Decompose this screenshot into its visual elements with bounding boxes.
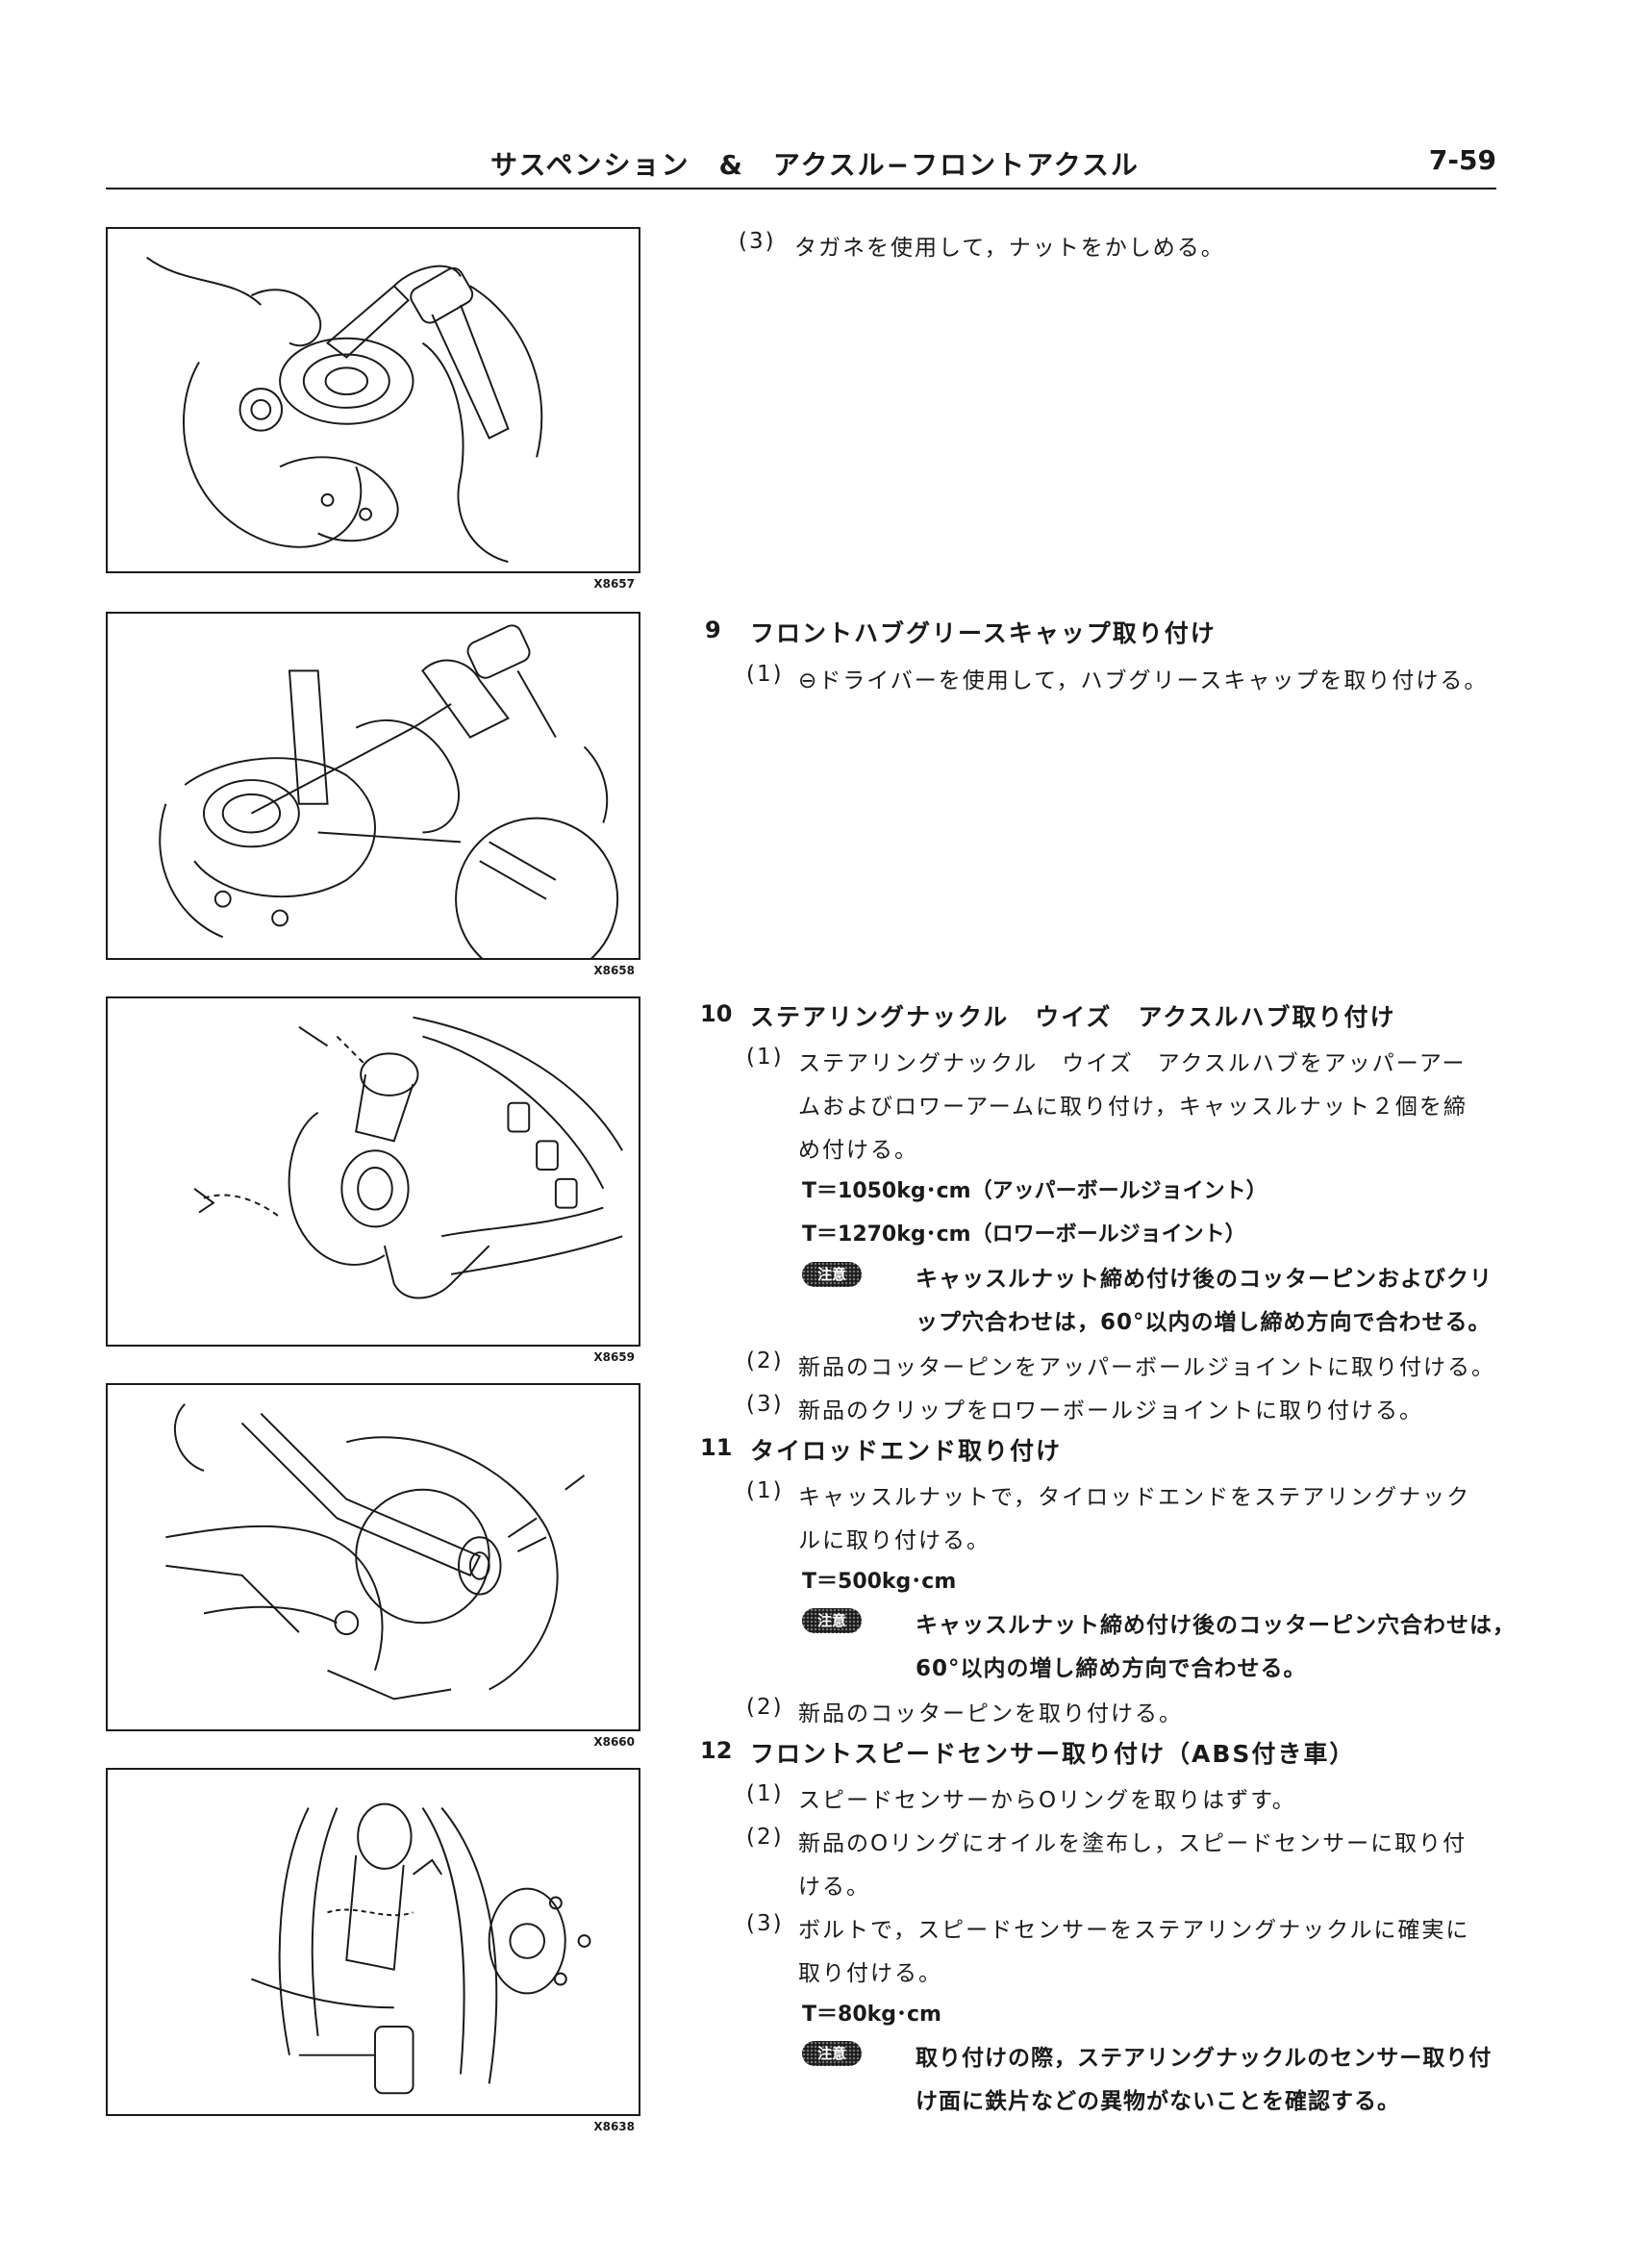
step-12-3-line2: 取り付ける。 bbox=[798, 1961, 942, 1986]
figure-illustration bbox=[146, 256, 543, 564]
step-12-3-num: (3) bbox=[746, 1911, 784, 1936]
step-10-1-line2: ムおよびロワーアームに取り付け，キャッスルナット２個を締 bbox=[798, 1095, 1468, 1120]
step-12-2-line1: 新品のOリングにオイルを塗布し，スピードセンサーに取り付 bbox=[798, 1831, 1468, 1856]
step-12-note-line2: け面に鉄片などの異物がないことを確認する。 bbox=[916, 2089, 1400, 2114]
step-11-1-line2: ルに取り付ける。 bbox=[798, 1528, 991, 1553]
step-9-num: 9 bbox=[705, 617, 721, 643]
step-12-1-text: スピードセンサーからOリングを取りはずす。 bbox=[798, 1788, 1296, 1813]
step-11-num: 11 bbox=[700, 1434, 733, 1461]
step-11-1-num: (1) bbox=[746, 1478, 784, 1503]
figure-grease-cap: X8658 bbox=[106, 612, 640, 977]
step-10-1-line1: ステアリングナックル ウイズ アクスルハブをアッパーアー bbox=[798, 1051, 1467, 1076]
step-11-note-line2: 60°以内の増し締め方向で合わせる。 bbox=[916, 1656, 1307, 1681]
page-header: サスペンション & アクスル−フロントアクスル 7-59 bbox=[106, 144, 1496, 188]
step-10-num: 10 bbox=[700, 1000, 733, 1027]
step-10-note-line2: ップ穴合わせは，60°以内の増し締め方向で合わせる。 bbox=[916, 1310, 1492, 1335]
step-10-torque-lower: T＝1270kg･cm（ロワーボールジョイント） bbox=[802, 1222, 1246, 1247]
step-10-1-line3: め付ける。 bbox=[798, 1138, 918, 1163]
figure-tie-rod-end: X8660 bbox=[106, 1383, 640, 1749]
caution-badge: 注意 bbox=[802, 1262, 862, 1287]
figure-illustration bbox=[251, 1802, 591, 2095]
step-12-3-line1: ボルトで，スピードセンサーをステアリングナックルに確実に bbox=[798, 1918, 1470, 1943]
step-12-num: 12 bbox=[700, 1737, 733, 1764]
step-8-3-text: タガネを使用して，ナットをかしめる。 bbox=[794, 236, 1225, 261]
step-11-1-line1: キャッスルナットで，タイロッドエンドをステアリングナック bbox=[798, 1485, 1471, 1510]
step-12-2-line2: ける。 bbox=[798, 1875, 870, 1900]
step-10-title: ステアリングナックル ウイズ アクスルハブ取り付け bbox=[750, 1003, 1396, 1031]
step-10-torque-upper: T＝1050kg･cm（アッパーボールジョイント） bbox=[802, 1179, 1267, 1203]
header-rule bbox=[106, 188, 1496, 189]
figure-illustration bbox=[165, 1403, 586, 1701]
figure-code: X8659 bbox=[593, 1350, 635, 1364]
figure-code: X8638 bbox=[593, 2120, 635, 2133]
step-10-note-line1: キャッスルナット締め付け後のコッターピンおよびクリ bbox=[916, 1267, 1493, 1292]
step-12-1-num: (1) bbox=[746, 1781, 784, 1806]
caution-badge: 注意 bbox=[802, 2041, 862, 2066]
page-title: サスペンション & アクスル−フロントアクスル bbox=[490, 149, 1140, 181]
step-12-note-line1: 取り付けの際，ステアリングナックルのセンサー取り付 bbox=[916, 2046, 1493, 2071]
step-11-torque: T＝500kg･cm bbox=[802, 1570, 957, 1594]
figure-illustration bbox=[193, 1016, 623, 1299]
step-12-2-num: (2) bbox=[746, 1825, 784, 1850]
step-11-2-num: (2) bbox=[746, 1695, 784, 1720]
step-9-1-text: ⊖ドライバーを使用して，ハブグリースキャップを取り付ける。 bbox=[798, 668, 1489, 693]
step-10-3-text: 新品のクリップをロワーボールジョイントに取り付ける。 bbox=[798, 1399, 1423, 1424]
figure-code: X8657 bbox=[593, 577, 635, 591]
page-number: 7-59 bbox=[1428, 144, 1496, 176]
step-12-title: フロントスピードセンサー取り付け（ABS付き車） bbox=[750, 1740, 1356, 1768]
step-10-2-text: 新品のコッターピンをアッパーボールジョイントに取り付ける。 bbox=[798, 1355, 1495, 1380]
step-12-torque: T＝80kg･cm bbox=[802, 2003, 941, 2027]
figure-code: X8658 bbox=[593, 964, 635, 977]
figure-code: X8660 bbox=[593, 1735, 635, 1749]
figure-speed-sensor: X8638 bbox=[106, 1768, 640, 2133]
figure-illustration bbox=[159, 624, 619, 958]
step-11-title: タイロッドエンド取り付け bbox=[750, 1437, 1063, 1465]
step-9-1-num: (1) bbox=[746, 662, 784, 687]
step-11-note-line1: キャッスルナット締め付け後のコッターピン穴合わせは， bbox=[916, 1613, 1516, 1638]
step-8-3-num: (3) bbox=[739, 229, 776, 254]
step-10-1-num: (1) bbox=[746, 1045, 784, 1070]
step-11-2-text: 新品のコッターピンを取り付ける。 bbox=[798, 1701, 1183, 1726]
step-10-3-num: (3) bbox=[746, 1392, 784, 1417]
step-10-2-num: (2) bbox=[746, 1348, 784, 1373]
figure-steering-knuckle: X8659 bbox=[106, 996, 640, 1364]
caution-badge: 注意 bbox=[802, 1608, 862, 1633]
figure-staking-nut: X8657 bbox=[106, 227, 640, 591]
step-9-title: フロントハブグリースキャップ取り付け bbox=[750, 619, 1217, 647]
